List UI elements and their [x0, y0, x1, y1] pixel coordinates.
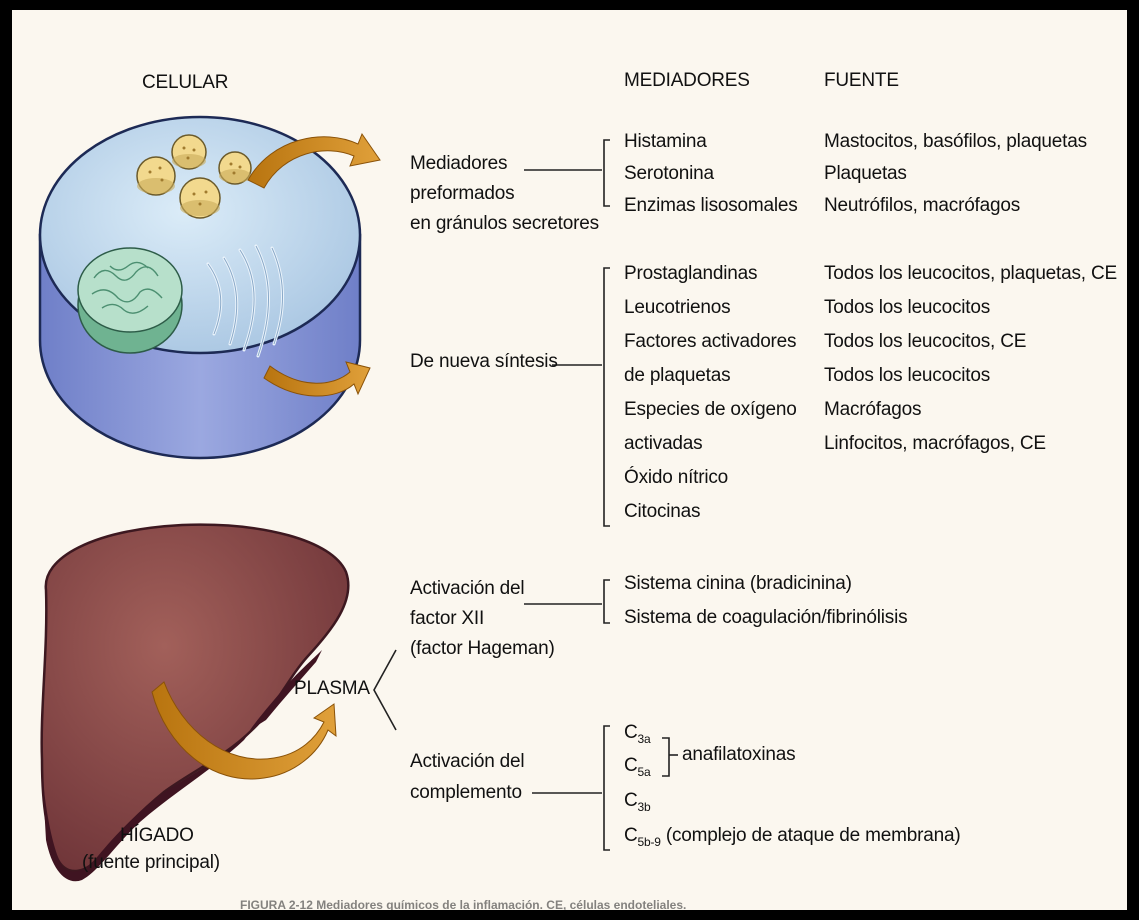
factor-xii-label-line3: (factor Hageman)	[410, 638, 555, 660]
figure-caption: FIGURA 2-12 Mediadores químicos de la in…	[240, 898, 686, 910]
anaphylatoxins-label: anafilatoxinas	[682, 744, 795, 766]
source-header: FUENTE	[824, 70, 899, 92]
mediator-source: Todos los leucocitos, plaquetas, CE	[824, 263, 1117, 285]
mediator-source: Plaquetas	[824, 163, 907, 185]
complement-label-line2: complemento	[410, 782, 522, 804]
factor-xii-item: Sistema cinina (bradicinina)	[624, 573, 852, 595]
mediator-name: Serotonina	[624, 163, 714, 185]
mediator-name: Citocinas	[624, 501, 700, 523]
mediator-source: Todos los leucocitos	[824, 297, 990, 319]
mediators-header: MEDIADORES	[624, 70, 750, 92]
nucleus-top	[78, 248, 182, 332]
mediator-name: Factores activadores	[624, 331, 796, 353]
complement-item-c5b9: C5b-9 (complejo de ataque de membrana)	[624, 825, 960, 853]
complement-item-c5a: C5a	[624, 755, 650, 783]
mediator-source: Linfocitos, macrófagos, CE	[824, 433, 1046, 455]
figure-page: CELULAR Mediadores preformados en gránul…	[12, 10, 1127, 910]
liver-illustration	[42, 525, 349, 882]
mediator-source: Mastocitos, basófilos, plaquetas	[824, 131, 1087, 153]
complement-label-line1: Activación del	[410, 751, 524, 773]
liver-label: HÍGADO	[120, 825, 194, 847]
mediator-name: activadas	[624, 433, 702, 455]
factor-xii-label-line1: Activación del	[410, 578, 524, 600]
liver-sublabel: (fuente principal)	[82, 852, 220, 874]
cell-illustration	[40, 117, 360, 458]
preformed-label-line1: Mediadores	[410, 153, 507, 175]
factor-xii-label-line2: factor XII	[410, 608, 484, 630]
preformed-label-line2: preformados	[410, 183, 514, 205]
new-synthesis-label: De nueva síntesis	[410, 351, 558, 373]
mediator-name: Especies de oxígeno	[624, 399, 797, 421]
preformed-label-line3: en gránulos secretores	[410, 213, 599, 235]
mediator-source: Todos los leucocitos, CE	[824, 331, 1026, 353]
mediator-name: Enzimas lisosomales	[624, 195, 798, 217]
cell-label: CELULAR	[142, 72, 228, 94]
mediator-name: Leucotrienos	[624, 297, 730, 319]
mediator-source: Todos los leucocitos	[824, 365, 990, 387]
complement-item-c3b: C3b	[624, 790, 650, 818]
mediator-source: Macrófagos	[824, 399, 921, 421]
mediator-name: Histamina	[624, 131, 707, 153]
mediator-name: de plaquetas	[624, 365, 730, 387]
mediator-source: Neutrófilos, macrófagos	[824, 195, 1020, 217]
mediator-name: Óxido nítrico	[624, 467, 728, 489]
factor-xii-item: Sistema de coagulación/fibrinólisis	[624, 607, 907, 629]
plasma-label: PLASMA	[294, 678, 370, 700]
mediator-name: Prostaglandinas	[624, 263, 757, 285]
complement-item-c3a: C3a	[624, 722, 650, 750]
